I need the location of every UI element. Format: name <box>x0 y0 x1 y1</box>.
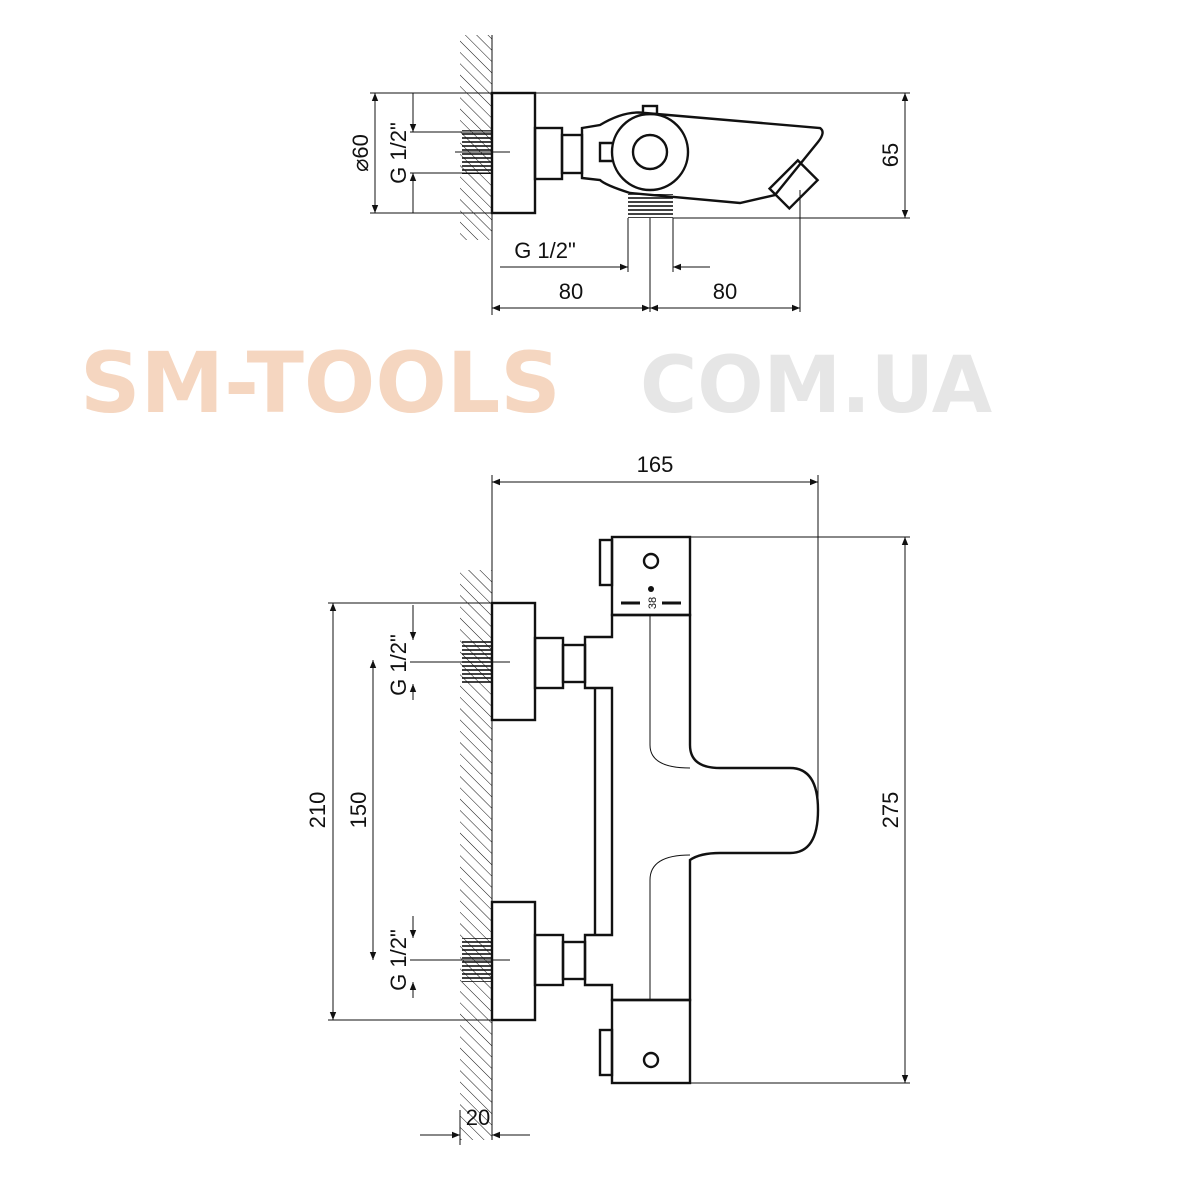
control-knob <box>610 112 690 192</box>
height-label: 65 <box>878 143 903 167</box>
spout-body <box>580 111 824 205</box>
front-view: 38 165 275 210 150 G 1/2" G 1/2" 20 <box>305 452 910 1145</box>
right-offset-label: 80 <box>713 279 737 304</box>
flow-knob <box>610 998 692 1085</box>
diameter-label: ⌀60 <box>348 134 373 172</box>
watermark-line1: SM-TOOLS <box>80 334 561 432</box>
wall-flange <box>490 91 537 215</box>
inlet-spacing-label: 150 <box>346 792 371 829</box>
outlet-thread <box>628 194 673 218</box>
top-view: ⌀60 G 1/2" 65 G 1/2" 80 80 <box>348 35 910 315</box>
outlet-thread-label: G 1/2" <box>514 238 576 263</box>
mixer-body <box>583 613 820 1002</box>
mount-span-label: 210 <box>305 792 330 829</box>
width-label: 165 <box>637 452 674 477</box>
upper-thread-label: G 1/2" <box>386 634 411 696</box>
lower-flange <box>490 900 537 1022</box>
wall-depth-label: 20 <box>466 1105 490 1130</box>
lower-thread-label: G 1/2" <box>386 929 411 991</box>
watermark-line2: COM.UA <box>640 341 992 431</box>
left-offset-label: 80 <box>559 279 583 304</box>
temperature-mark-label: 38 <box>647 597 659 609</box>
inlet-thread-label: G 1/2" <box>386 122 411 184</box>
diverter <box>767 158 820 211</box>
height-label: 275 <box>878 792 903 829</box>
